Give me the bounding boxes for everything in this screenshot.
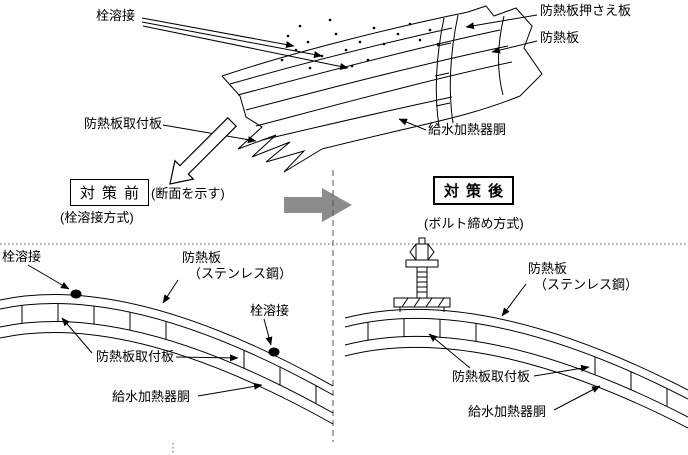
transition-arrow: [284, 188, 352, 222]
label-shield-plate-left-line2: （ステンレス鋼）: [188, 265, 293, 281]
weld-dots: [280, 18, 440, 70]
label-section-note: (断面を示す): [151, 186, 225, 201]
label-shell-right: 給水加熱器胴: [468, 404, 547, 419]
label-shell-top: 給水加熱器胴: [428, 122, 507, 137]
leader-arrows-before: [27, 264, 273, 397]
label-shield-plate-right-line1: 防熱板: [528, 261, 568, 276]
cross-section-before: [0, 294, 334, 425]
cross-section-arrow: [169, 116, 238, 185]
label-holder-plate: 防熱板押さえ板: [540, 3, 632, 18]
label-shield-plate-left: 防熱板 （ステンレス鋼）: [182, 250, 292, 282]
label-shield-plate-right: 防熱板 （ステンレス鋼）: [528, 261, 638, 293]
label-mount-plate-top: 防熱板取付板: [84, 116, 163, 131]
leader-arrows-after: [428, 283, 601, 411]
cross-section-after: [344, 308, 688, 429]
label-plug-weld-lower-left: 栓溶接: [250, 303, 290, 318]
label-before-method: (栓溶接方式): [60, 210, 134, 225]
label-shield-plate-left-line1: 防熱板: [182, 250, 222, 265]
label-mount-plate-right: 防熱板取付板: [452, 369, 531, 384]
leader-arrows-top: [141, 14, 538, 144]
vessel-perspective-drawing: [221, 5, 543, 173]
label-after-method: (ボルト締め方式): [424, 216, 524, 231]
holder-strap: [434, 14, 505, 127]
label-shield-plate-top: 防熱板: [540, 30, 580, 45]
after-countermeasure-box: 対策後: [433, 176, 515, 205]
label-shield-plate-right-line2: （ステンレス鋼）: [534, 276, 639, 292]
before-countermeasure-box: 対策前: [70, 179, 150, 206]
plug-weld-beads: [70, 289, 280, 357]
label-plug-weld-upper-left: 栓溶接: [2, 249, 42, 264]
label-mount-plate-left: 防熱板取付板: [96, 349, 175, 364]
label-shell-left: 給水加熱器胴: [112, 389, 191, 404]
bolt-assembly: [393, 237, 451, 312]
label-plug-weld-top: 栓溶接: [96, 8, 136, 23]
